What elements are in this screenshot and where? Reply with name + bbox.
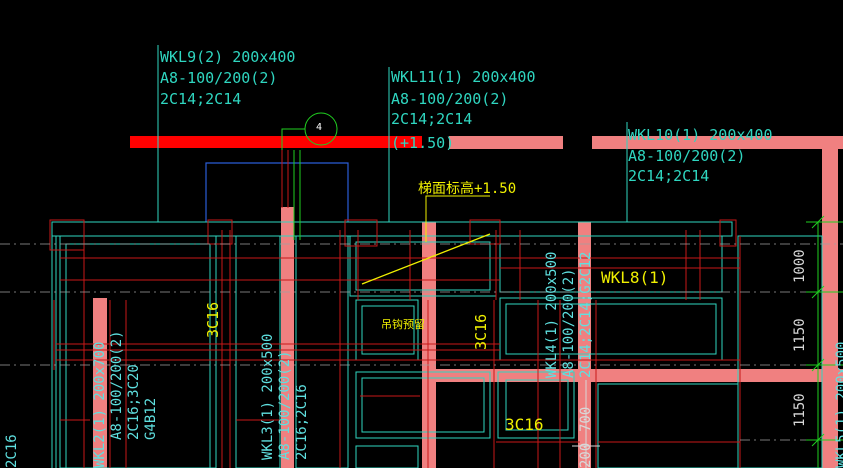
beam-horizontal-mid[interactable]	[422, 369, 843, 382]
rebar-3c16-center: 3C16	[472, 314, 490, 350]
wkl11-line3: 2C14;2C14	[391, 110, 472, 128]
beam-wkl4[interactable]	[578, 222, 591, 468]
wkl8-label: WKL8(1)	[601, 268, 668, 287]
dim-1150-a: 1150	[792, 318, 808, 352]
wkl10-line3: 2C14;2C14	[628, 167, 709, 185]
cyan-frame	[51, 221, 823, 468]
wkl3-line3: 2C16;2C16	[294, 384, 310, 460]
wkl2-line1: WKL2(1) 200x700	[92, 342, 108, 468]
wkl4-line2: A8-100/200(2)	[561, 268, 577, 378]
section-circle-number: 4	[316, 122, 322, 133]
wkl2-label: WKL2(1) 200x700 A8-100/200(2) 2C16;3C20 …	[92, 330, 159, 468]
wkl11-line4: (+1.50)	[391, 134, 454, 152]
wkl2-line2: A8-100/200(2)	[109, 330, 125, 440]
dim-1000: 1000	[792, 249, 808, 283]
stair-diagonal	[361, 233, 491, 285]
wkl3-label: WKL3(1) 200x500 A8-100/200(2) 2C16;2C16	[260, 334, 310, 460]
beam-wkl9-selected[interactable]	[130, 136, 422, 148]
wkl11-line1: WKL11(1) 200x400	[391, 68, 536, 86]
edge-label-right: WKL5(1) 200x500	[834, 342, 843, 468]
beam-wkl10[interactable]	[592, 136, 843, 149]
wkl4-line3: 2C14;2C14;G2C12	[578, 252, 594, 378]
wkl3-line2: A8-100/200(2)	[277, 350, 293, 460]
wkl10-line2: A8-100/200(2)	[628, 147, 745, 165]
rebar-3c16-bottom: 3C16	[505, 415, 544, 434]
blue-stair-outline	[205, 162, 349, 222]
opening-note: 吊钩预留	[381, 317, 425, 331]
wkl2-line4: G4B12	[143, 398, 159, 440]
wkl10-label: WKL10(1) 200x400 A8-100/200(2) 2C14;2C14	[628, 126, 773, 185]
wkl3-line1: WKL3(1) 200x500	[260, 334, 276, 460]
elevation-mark: 梯面标高+1.50	[418, 180, 516, 197]
beam-wkl2[interactable]	[93, 298, 107, 468]
wkl9-line3: 2C14;2C14	[160, 90, 241, 108]
label-leaders	[157, 45, 628, 222]
wkl9-label: WKL9(2) 200x400 A8-100/200(2) 2C14;2C14	[160, 48, 295, 108]
dimension-leaders	[572, 380, 600, 468]
edge-label-left: 2C16	[4, 434, 20, 468]
elevation-leader	[425, 195, 490, 242]
beam-center-vertical[interactable]	[422, 222, 436, 468]
beam-wkl11-extension[interactable]	[449, 136, 563, 149]
dim-1150-b: 1150	[792, 393, 808, 427]
beam-top-center-stub[interactable]	[281, 207, 294, 468]
wkl4-line1: WKL4(1) 200x500	[544, 252, 560, 378]
beam-wkl10-right-column[interactable]	[822, 136, 838, 468]
wkl11-label: WKL11(1) 200x400 A8-100/200(2) 2C14;2C14…	[391, 68, 536, 152]
wkl4-label: WKL4(1) 200x500 A8-100/200(2) 2C14;2C14;…	[544, 252, 594, 378]
dimensions: 1000 1150 1150 700 200	[578, 249, 808, 468]
dim-200: 200	[578, 443, 594, 468]
wkl10-line1: WKL10(1) 200x400	[628, 126, 773, 144]
green-markers	[281, 112, 843, 468]
wkl2-line3: 2C16;3C20	[126, 364, 142, 440]
wkl9-line2: A8-100/200(2)	[160, 69, 277, 87]
wkl11-line2: A8-100/200(2)	[391, 90, 508, 108]
wkl9-line1: WKL9(2) 200x400	[160, 48, 295, 66]
dim-700: 700	[578, 407, 594, 432]
rebar-3c16-left: 3C16	[204, 302, 222, 338]
